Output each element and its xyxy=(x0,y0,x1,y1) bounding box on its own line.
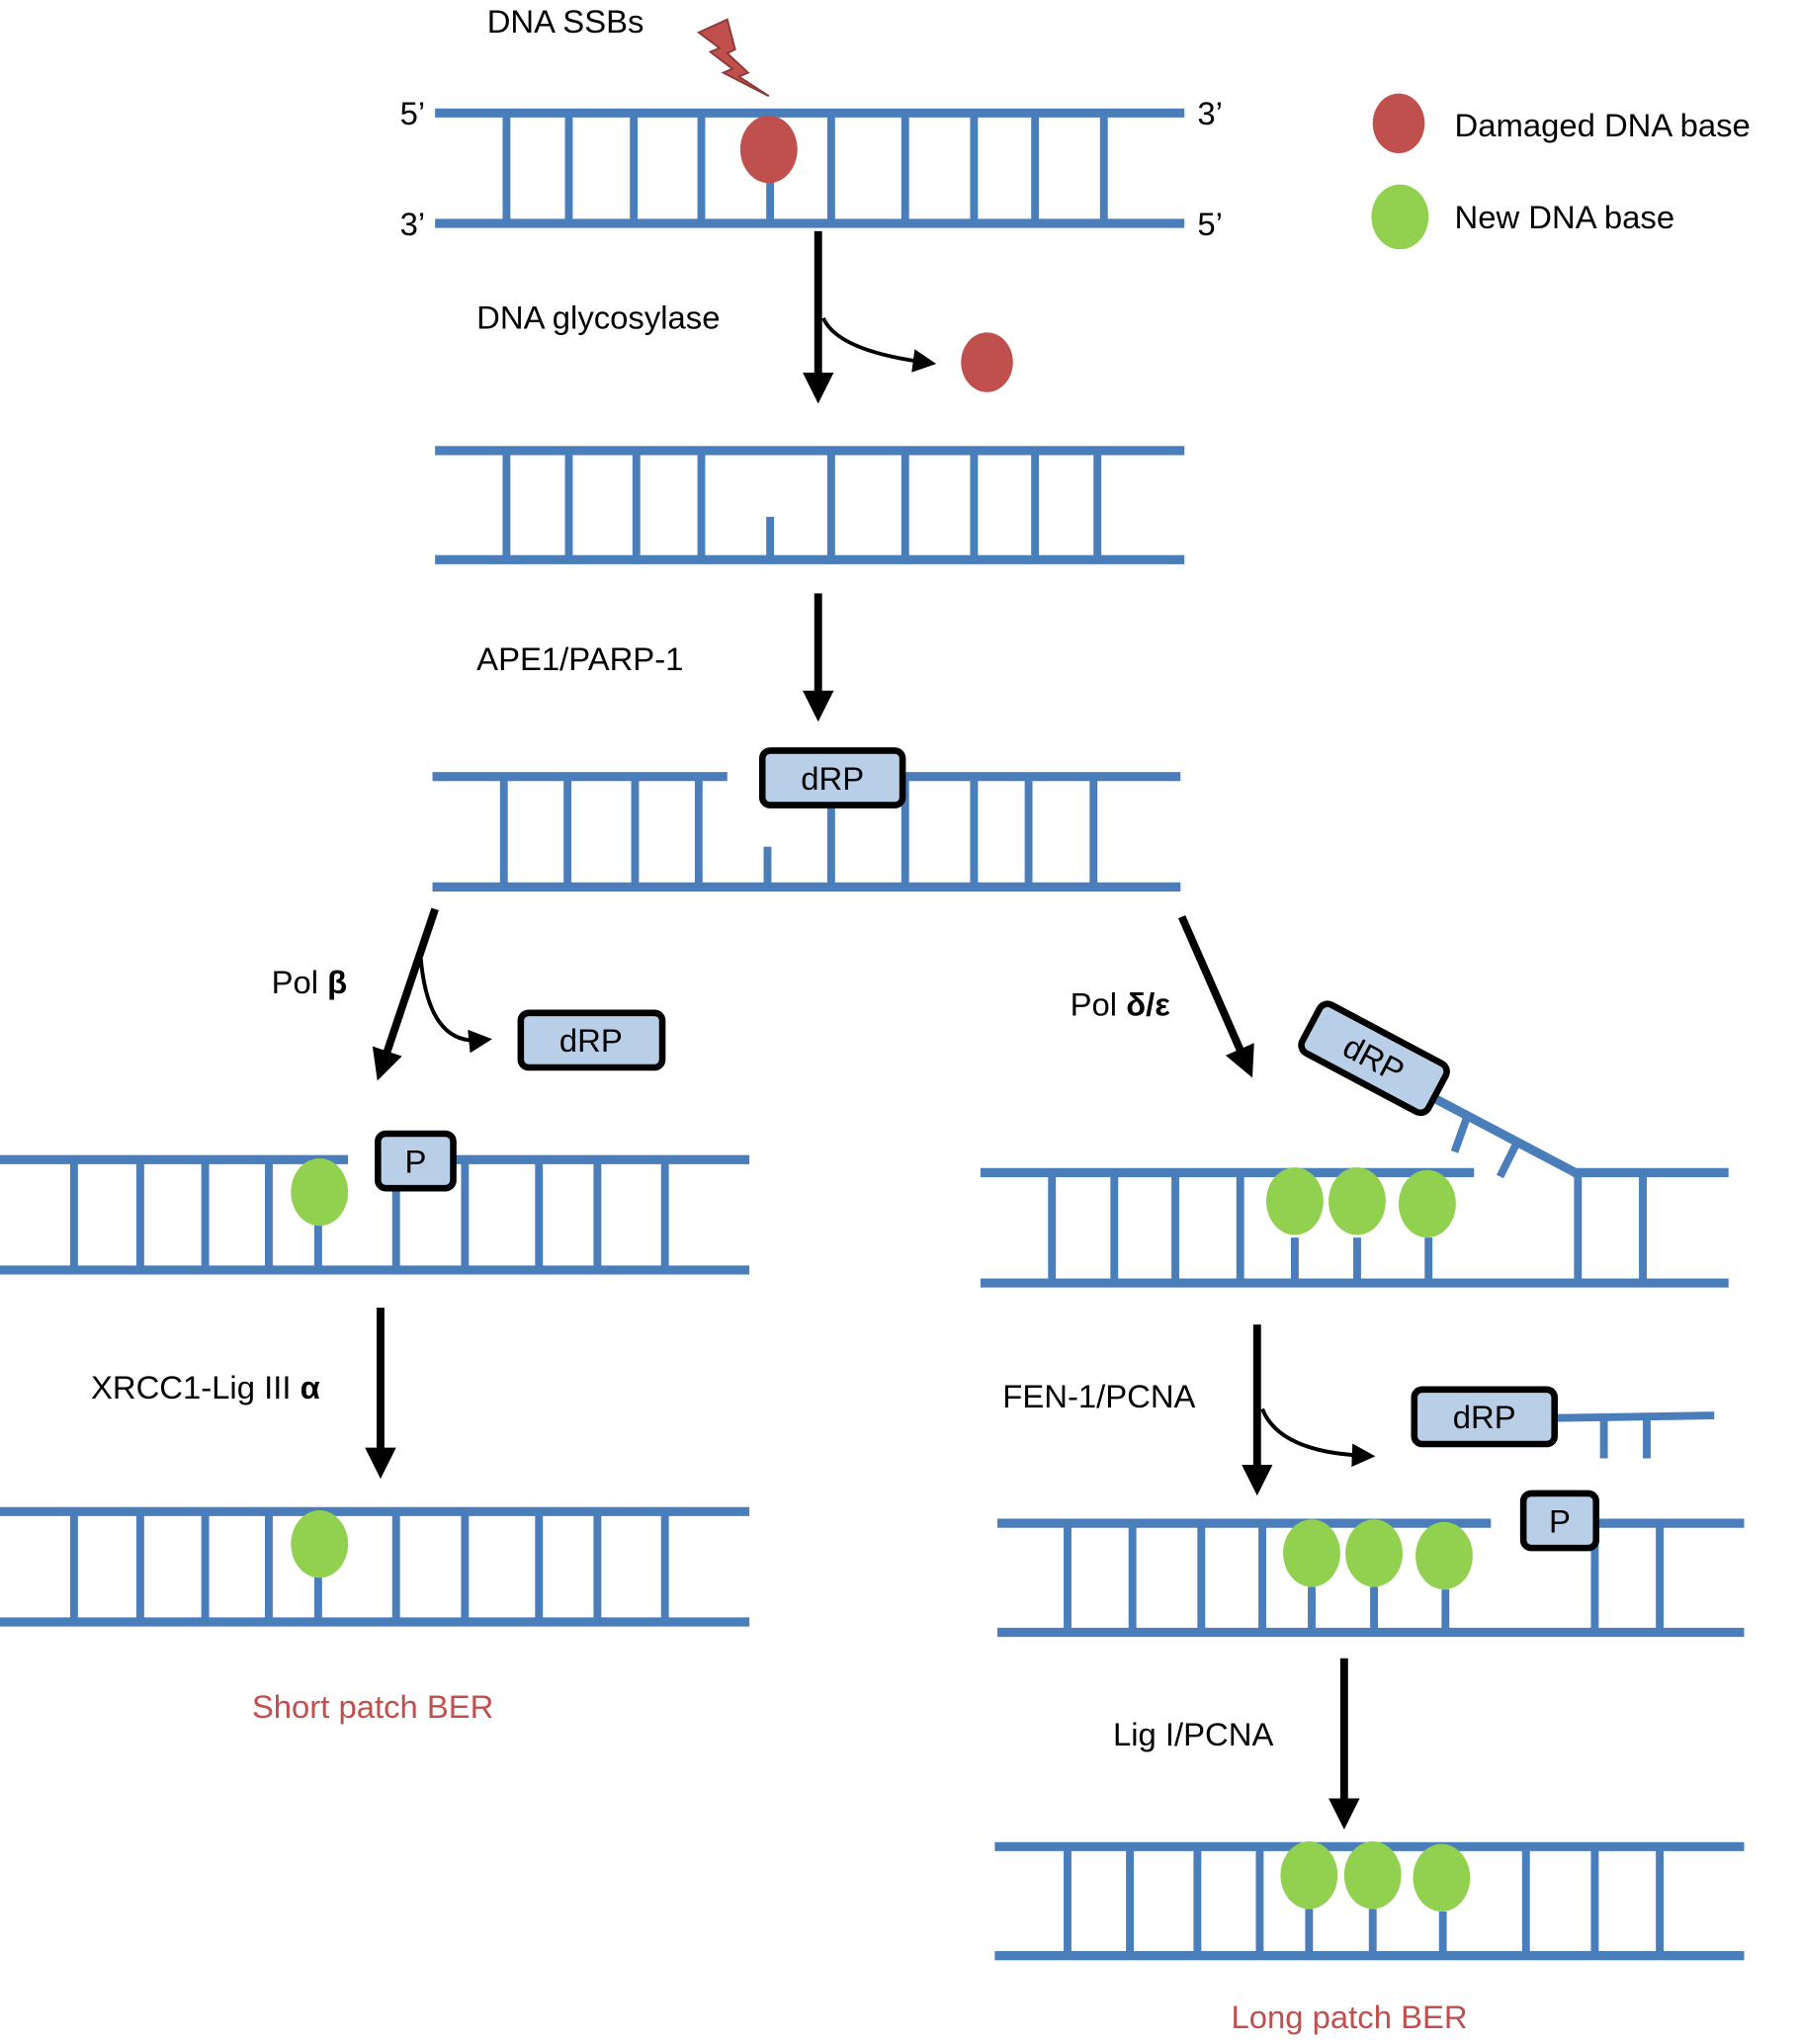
p-box-short: P xyxy=(375,1130,457,1192)
legend-damaged-label: Damaged DNA base xyxy=(1455,107,1751,143)
damage-label: DNA SSBs xyxy=(487,3,644,40)
new-base xyxy=(1266,1167,1324,1235)
end-label-5-left: 5’ xyxy=(400,95,426,131)
new-base xyxy=(1343,1841,1402,1910)
step-lig1-label: Lig I/PCNA xyxy=(1113,1716,1273,1752)
arrow-release-flap xyxy=(1260,1407,1376,1468)
svg-text:dRP: dRP xyxy=(1453,1399,1516,1435)
svg-text:dRP: dRP xyxy=(801,760,864,797)
drp-box-released-long: dRP xyxy=(1411,1386,1558,1448)
released-flap-strand xyxy=(1554,1411,1715,1422)
new-base xyxy=(1329,1167,1386,1235)
step-pol-delta-label: Pol δ/ε xyxy=(1071,985,1171,1022)
arrow-excise-base xyxy=(821,316,937,373)
new-base xyxy=(1413,1843,1471,1912)
legend-new-label: New DNA base xyxy=(1455,199,1675,235)
short-patch-title: Short patch BER xyxy=(252,1688,494,1725)
svg-text:dRP: dRP xyxy=(559,1022,623,1059)
legend-new-base-icon xyxy=(1371,184,1429,250)
damaged-base xyxy=(739,115,798,184)
step-xrcc1-label: XRCC1-Lig III α xyxy=(91,1369,320,1405)
step-pol-beta-label: Pol β xyxy=(272,964,348,1000)
new-base xyxy=(1399,1169,1456,1238)
drp-box-flap: dRP xyxy=(1298,1000,1450,1117)
legend: Damaged DNA base New DNA base xyxy=(1371,93,1751,250)
arrow-long-patch xyxy=(1177,914,1254,1078)
step-ape1-label: APE1/PARP-1 xyxy=(476,640,683,677)
excised-damaged-base xyxy=(961,332,1013,392)
step-glycosylase-label: DNA glycosylase xyxy=(476,298,720,335)
new-base xyxy=(1280,1841,1338,1910)
svg-text:P: P xyxy=(1549,1502,1571,1539)
new-base xyxy=(291,1510,349,1578)
p-box-long: P xyxy=(1519,1490,1600,1552)
end-label-5-right: 5’ xyxy=(1197,206,1223,242)
step-fen1-label: FEN-1/PCNA xyxy=(1002,1378,1195,1414)
legend-damaged-base-icon xyxy=(1372,93,1425,154)
new-base xyxy=(291,1157,349,1227)
new-base xyxy=(1415,1521,1473,1590)
flap-strand xyxy=(1432,1094,1578,1177)
long-patch-title: Long patch BER xyxy=(1232,1999,1468,2035)
svg-text:P: P xyxy=(404,1143,426,1179)
flap-base xyxy=(1450,1114,1472,1153)
new-base xyxy=(1283,1519,1340,1587)
arrow-release-drp-short xyxy=(418,958,492,1054)
arrow-short-patch xyxy=(372,907,439,1081)
lightning-bolt-icon xyxy=(696,18,770,98)
drp-box-1: dRP xyxy=(758,747,906,809)
end-label-3-right: 3’ xyxy=(1197,95,1223,131)
end-label-3-left: 3’ xyxy=(400,206,426,242)
drp-box-released-short: dRP xyxy=(517,1009,666,1071)
new-base xyxy=(1345,1519,1403,1587)
flap-base xyxy=(1496,1141,1521,1179)
